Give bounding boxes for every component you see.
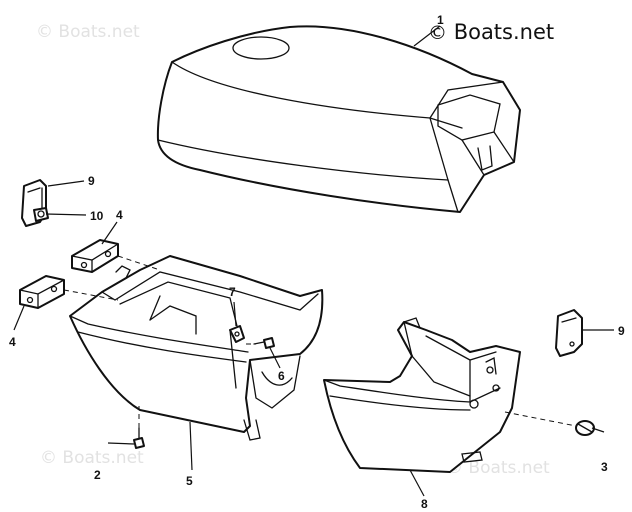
top-cover[interactable] [156,25,521,213]
knob-3[interactable] [575,420,595,436]
callout-4-lower: 4 [9,335,16,349]
callout-8: 8 [421,497,428,511]
lower-cover-left[interactable] [69,255,324,441]
callout-6: 6 [278,369,285,383]
callout-3: 3 [601,460,608,474]
callout-7: 7 [229,285,236,299]
callout-1: 1 [437,13,444,27]
screw-10[interactable] [33,207,49,222]
callout-9-right: 9 [618,324,625,338]
callout-4-upper: 4 [116,208,123,222]
watermark-top-left: © Boats.net [36,22,140,42]
callout-5: 5 [186,474,193,488]
block-lower[interactable] [19,275,65,309]
callout-10: 10 [90,209,104,223]
screw-2[interactable] [133,427,145,449]
clip-right[interactable] [555,309,583,357]
watermark-bottom-left: © Boats.net [40,448,144,468]
callout-9-left: 9 [88,174,95,188]
callout-2: 2 [94,468,101,482]
clip-nut-7[interactable] [229,325,245,343]
block-upper[interactable] [71,239,119,273]
lower-cover-right[interactable] [323,317,521,473]
callouts: 1 9 10 4 4 7 6 2 5 8 3 9 [9,13,625,511]
assembly-lines [63,255,577,428]
copyright-symbol: © [428,22,447,44]
cover-vent-hole [232,36,290,60]
watermark-bottom-right: © Boats.net [446,458,550,478]
copyright-text: Boats.net [453,20,555,44]
copyright-notice: © Boats.net [428,20,554,44]
leader-lines [13,25,614,497]
